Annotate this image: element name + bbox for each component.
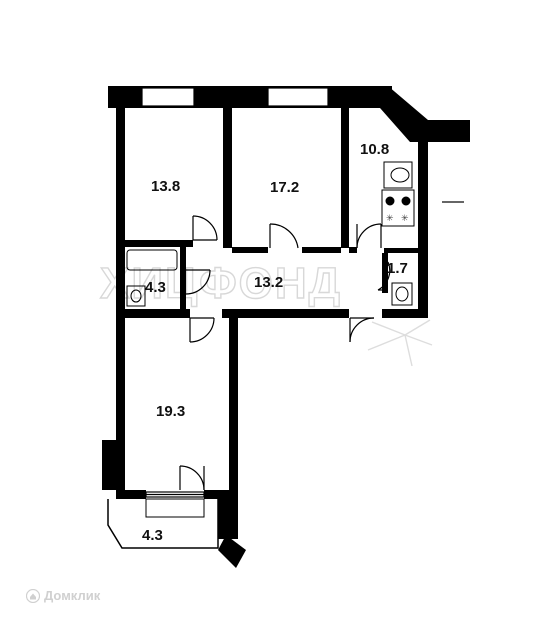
area-room-middle: 17.2 [270,179,299,196]
house-logo-icon [26,588,40,603]
radiator-mark [442,201,464,203]
stove-icon [381,189,415,227]
area-toilet: 1.7 [387,260,408,277]
bathtub-icon [126,249,178,271]
area-kitchen: 10.8 [360,141,389,158]
windows [141,87,329,498]
doors [179,215,391,491]
credit-text: Домклик [44,588,101,603]
area-room-lower: 19.3 [156,403,185,420]
fixtures: ✳ ✳ [126,161,415,307]
area-bathroom: 4.3 [145,279,166,296]
area-room-left-upper: 13.8 [151,178,180,195]
svg-text:✳: ✳ [401,214,409,224]
credit-watermark: Домклик [26,588,100,603]
watermark-logo [367,319,433,367]
area-balcony: 4.3 [142,527,163,544]
balcony-outline [107,499,219,549]
watermark: ХИЦФОНД [100,259,342,308]
svg-text:✳: ✳ [386,214,394,224]
sink-icon [383,161,413,189]
area-hallway: 13.2 [254,274,283,291]
toilet-icon [391,282,413,306]
washbasin-icon [126,285,146,307]
